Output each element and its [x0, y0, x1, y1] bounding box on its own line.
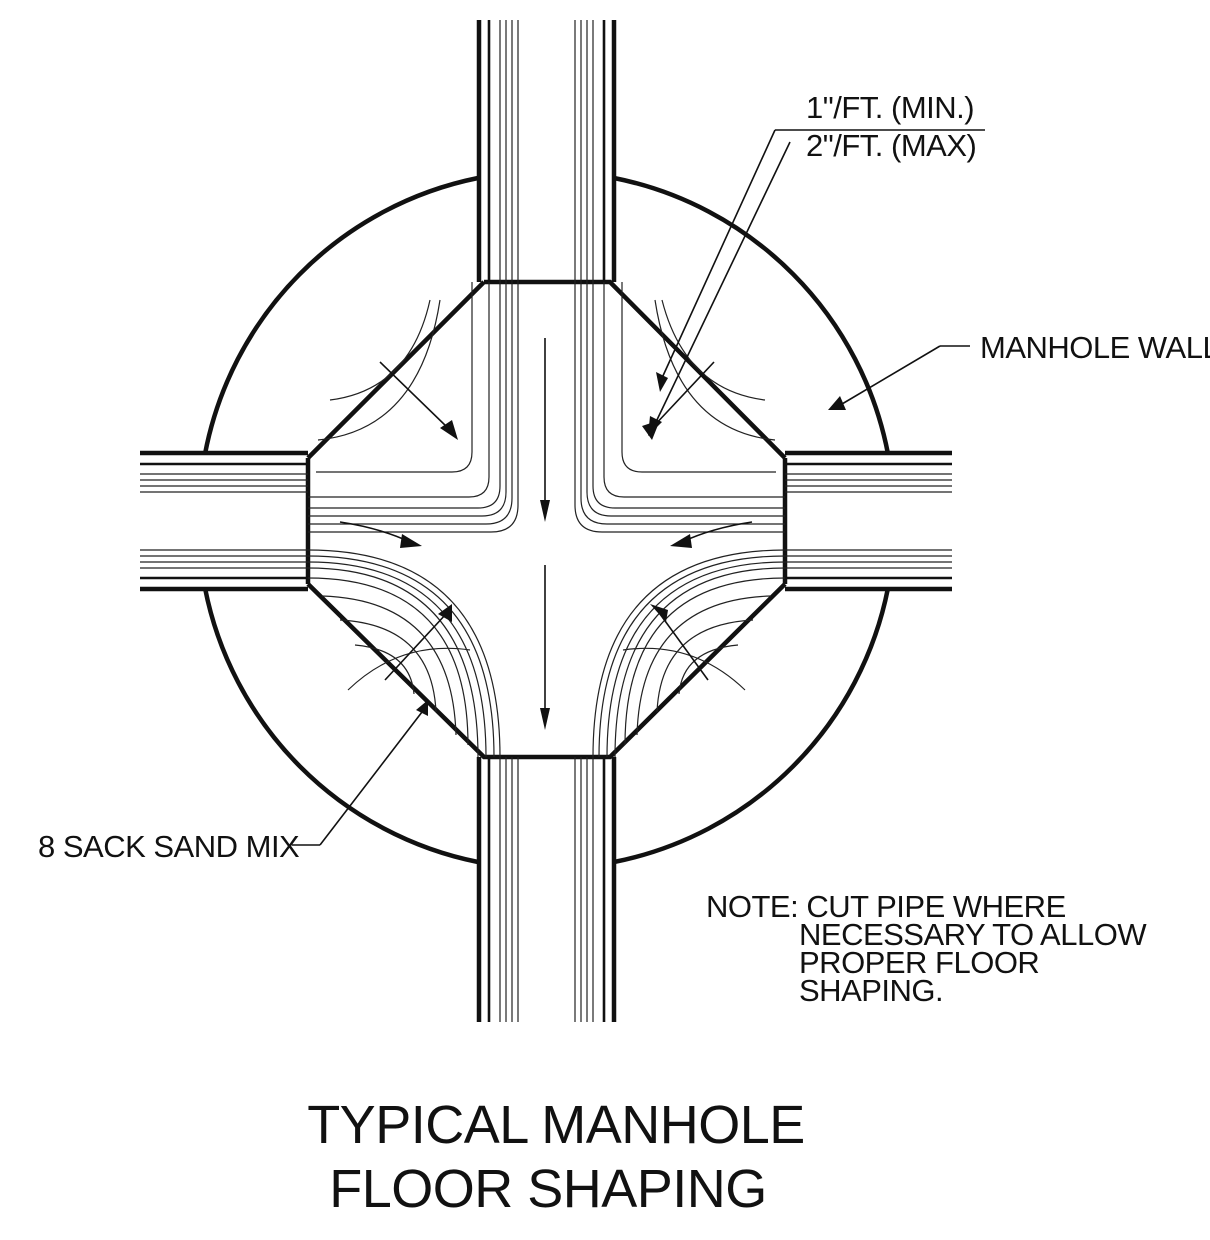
pipe-east: [785, 450, 952, 592]
note-line-4: SHAPING.: [799, 973, 943, 1008]
label-leaders: [292, 129, 985, 846]
note-line-1: NOTE: CUT PIPE WHERE: [706, 889, 1066, 924]
drawing-title: TYPICAL MANHOLE FLOOR SHAPING: [307, 1095, 805, 1219]
manhole-wall-label: MANHOLE WALL: [980, 330, 1210, 365]
title-line-2: FLOOR SHAPING: [329, 1159, 767, 1219]
manhole-wall: [202, 175, 891, 865]
slope-min-label: 1"/FT. (MIN.): [806, 90, 974, 125]
slope-label: 1"/FT. (MIN.) 2"/FT. (MAX): [806, 90, 977, 163]
note-line-3: PROPER FLOOR: [799, 945, 1039, 980]
pipe-west: [140, 450, 308, 592]
title-line-1: TYPICAL MANHOLE: [307, 1095, 805, 1155]
slope-max-label: 2"/FT. (MAX): [806, 128, 976, 163]
note-block: NOTE: CUT PIPE WHERE NECESSARY TO ALLOW …: [706, 889, 1148, 1008]
sand-mix-label: 8 SACK SAND MIX: [38, 829, 300, 864]
note-line-2: NECESSARY TO ALLOW: [799, 917, 1147, 952]
pipe-north: [476, 20, 617, 282]
pipe-south: [476, 757, 617, 1022]
floor-channel-curves: [307, 282, 786, 758]
manhole-floor-outline: [305, 279, 788, 760]
